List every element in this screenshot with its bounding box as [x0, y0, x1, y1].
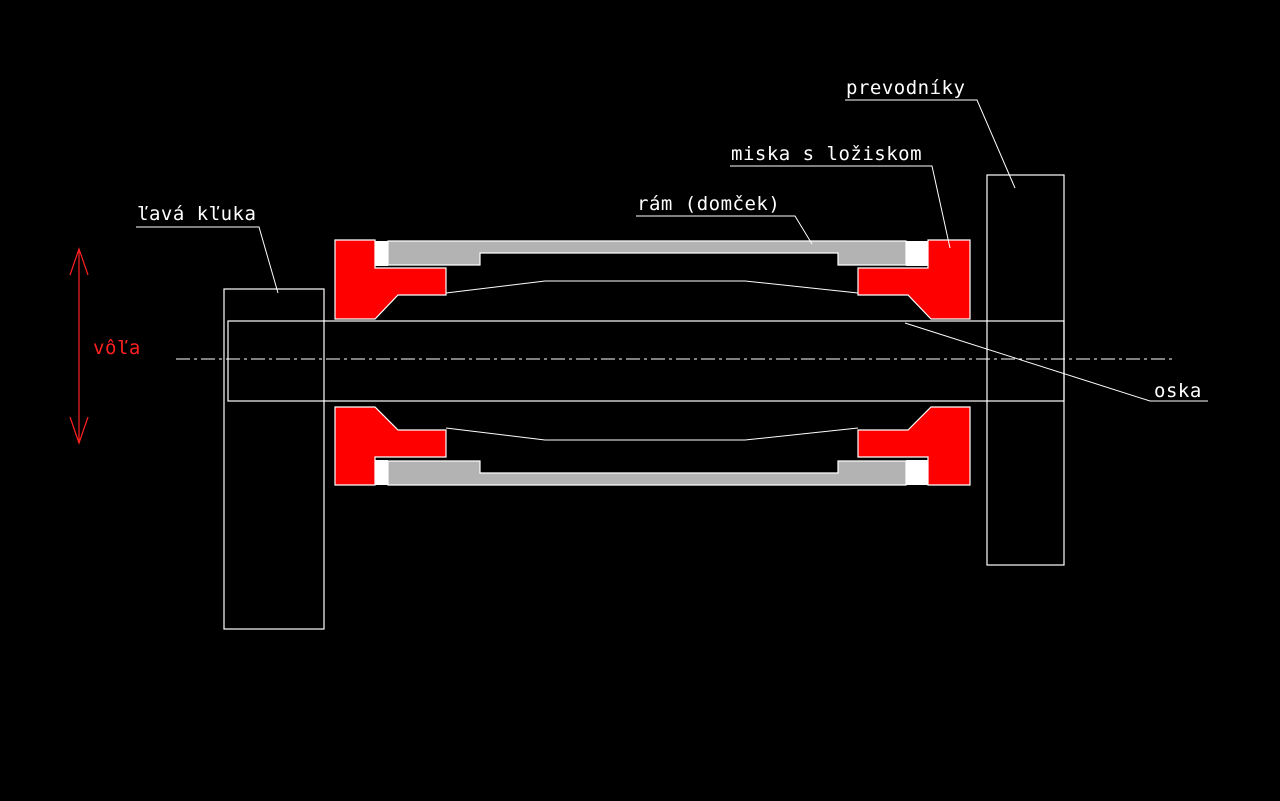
- play-arrow: [69, 247, 89, 445]
- bearing-top-right: [906, 241, 928, 266]
- axle-body: [227, 320, 1065, 402]
- cup-bearing-leader: [730, 165, 951, 249]
- cup-top-right: [857, 239, 971, 320]
- left-crank-label: ľavá kľuka: [137, 203, 256, 225]
- cup-top-left: [334, 239, 447, 320]
- left-crank-body: [223, 288, 325, 630]
- cup-bottom-right: [857, 406, 971, 486]
- cranks-leader: [845, 99, 1016, 189]
- bearing-top-left: [375, 241, 388, 266]
- top-assembly: [334, 239, 971, 320]
- inner-sleeve-top: [445, 280, 859, 294]
- frame-leader: [636, 215, 813, 245]
- axle-label: oska: [1154, 380, 1202, 402]
- cup-bearing-label: miska s ložiskom: [731, 143, 922, 165]
- play-label: vôľa: [93, 337, 141, 359]
- axle-leader: [904, 322, 1208, 402]
- cup-bottom-left: [334, 406, 447, 486]
- cranks-label: prevodníky: [846, 77, 965, 99]
- frame-label: rám (domček): [637, 193, 780, 215]
- frame-shell-top: [387, 240, 907, 266]
- bearing-bottom-right: [906, 460, 928, 485]
- bottom-assembly: [334, 406, 971, 486]
- bearing-bottom-left: [375, 460, 388, 485]
- left-crank-leader: [136, 226, 279, 294]
- frame-shell-bottom: [387, 460, 907, 486]
- inner-sleeve-bottom: [445, 427, 859, 441]
